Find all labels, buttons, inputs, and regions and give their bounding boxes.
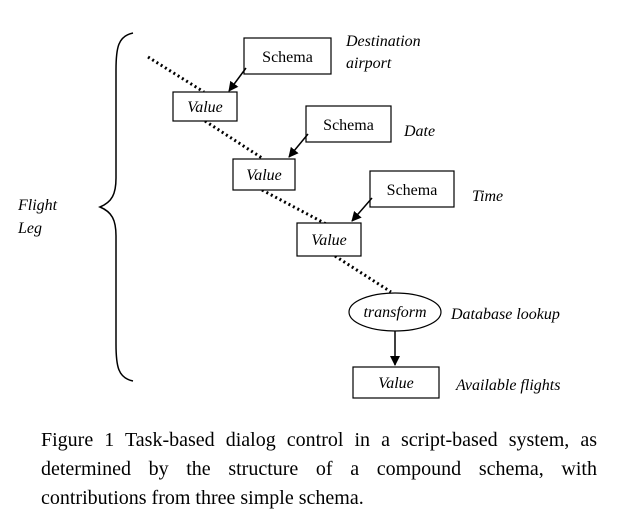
dotted-chain <box>147 55 392 294</box>
schema-box-2: Schema <box>305 105 392 143</box>
schema-box-3: Schema <box>369 170 455 208</box>
svg-text:Value: Value <box>311 232 347 249</box>
label-date: Date <box>403 123 435 140</box>
label-database-lookup: Database lookup <box>450 306 560 323</box>
figure-caption: Figure 1 Task-based dialog control in a … <box>41 429 597 509</box>
label-available-flights: Available flights <box>455 377 560 394</box>
schema-box-1: Schema <box>243 37 332 75</box>
schema-arrows <box>228 67 373 222</box>
value-box-result: Value <box>352 366 440 399</box>
label-time: Time <box>472 188 503 205</box>
svg-text:Schema: Schema <box>387 182 438 199</box>
brace-label-flight: Flight <box>17 197 58 214</box>
svg-text:Schema: Schema <box>262 49 313 66</box>
svg-text:Value: Value <box>378 375 414 392</box>
label-airport: airport <box>346 55 392 72</box>
svg-text:transform: transform <box>363 304 426 321</box>
flight-leg-brace <box>98 32 134 382</box>
brace-label-leg: Leg <box>17 220 42 237</box>
svg-text:Schema: Schema <box>323 117 374 134</box>
transform-node: transform <box>348 292 442 332</box>
svg-text:Value: Value <box>246 167 282 184</box>
label-destination: Destination <box>345 33 421 50</box>
task-dialog-diagram: Flight Leg Schema Schema Schema Value Va… <box>17 32 560 399</box>
value-box-3: Value <box>296 222 362 257</box>
value-box-1: Value <box>172 91 238 122</box>
svg-text:Value: Value <box>187 99 223 116</box>
value-box-2: Value <box>232 158 296 191</box>
